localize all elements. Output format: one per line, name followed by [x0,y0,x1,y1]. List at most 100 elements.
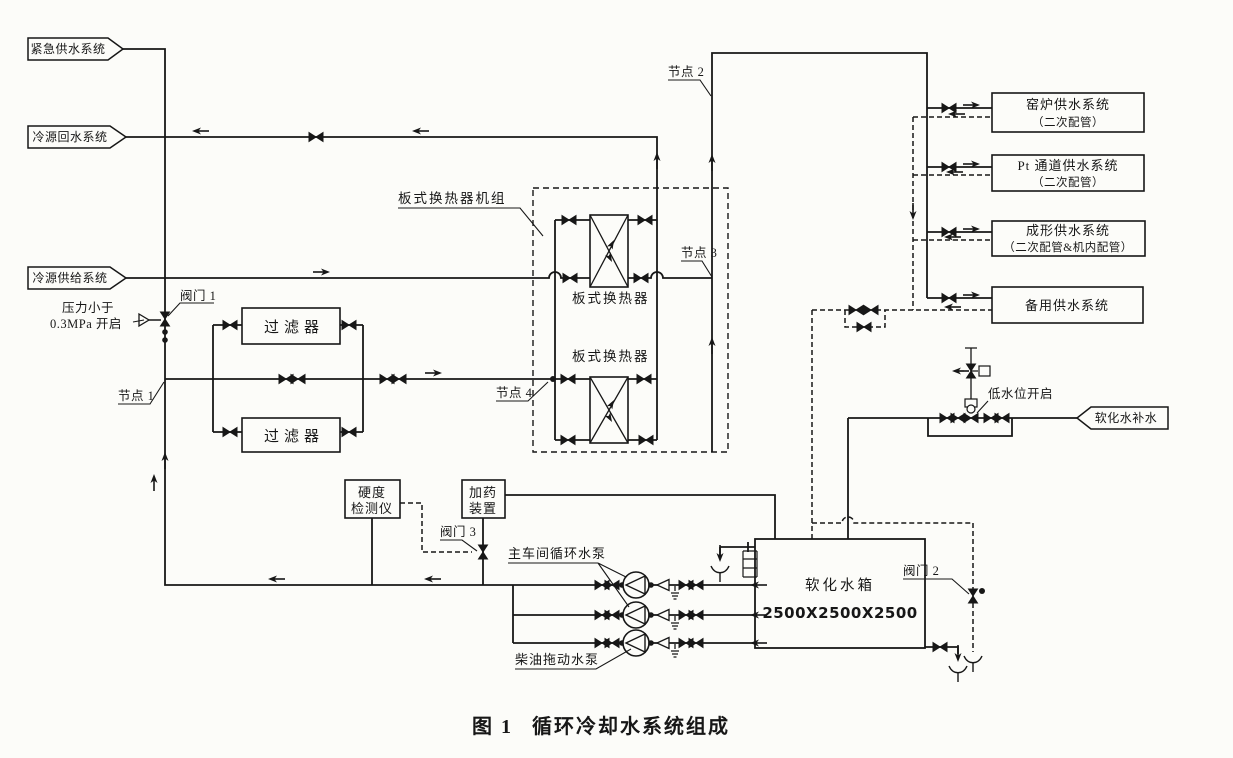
pump-icon [622,601,650,629]
flow-arrow-icon [149,473,159,492]
cold-supply-label: 冷源供给系统 [32,271,107,285]
valve-icon [341,320,357,330]
hx-unit-label: 板式换热器机组 [398,191,507,206]
dosing-label1: 加药 [469,485,497,500]
leader-node4 [496,381,549,402]
valve-icon [604,610,620,620]
pressure-note-line1: 压力小于 [62,301,114,315]
valve1-label: 阀门 1 [180,288,216,303]
leader-node3 [681,260,713,278]
pipe-makeup-water [847,417,1077,539]
overflow-pipe-icon [742,550,758,578]
caption-number: 图 1 [472,715,513,738]
flow-arrow-icon [707,153,717,172]
pipe-overflow [719,542,755,556]
flow-arrow-icon [951,366,970,376]
soft-water-tank [754,538,926,649]
valve-icon [941,162,957,172]
hx-lower-cross [589,376,629,444]
dosing-device-box [461,479,506,519]
valve-icon [341,427,357,437]
forming-supply-box [991,220,1146,257]
leader-valve1 [167,302,214,317]
valve-icon [856,322,872,332]
leader-valve3 [440,539,478,552]
standby-supply-label: 备用供水系统 [1025,298,1109,313]
check-valve-icon [656,636,670,650]
equipment-boxes [241,92,1146,649]
valve-icon [688,638,704,648]
pipe-system-returns [913,116,992,241]
union-icon [648,612,654,618]
valve1-icon [160,311,170,327]
pt-supply-label2: （二次配管） [1032,175,1104,189]
diesel-pump-label: 柴油拖动水泵 [515,652,599,667]
node1-label: 节点 1 [118,389,154,403]
valve-icon [637,215,653,225]
node4-junction-dot [550,376,556,382]
leader-node1 [118,381,165,405]
cold-return-tag [27,125,128,149]
tank-name-label: 软化水箱 [805,577,875,594]
dosing-label2: 装置 [469,501,497,516]
flow-arrow-icon [191,126,210,136]
float-body-icon [966,404,976,414]
emergency-supply-tag [27,37,125,61]
valve-icon [848,305,864,315]
valve-icon [561,215,577,225]
pipe-dosing-to-tank [505,494,776,539]
valve3-label: 阀门 3 [440,524,476,539]
leader-diesel-pump [515,648,632,670]
flow-arrow-icon [312,267,331,277]
valve-icon [604,638,620,648]
funnel-drain-icon [963,655,983,673]
flow-arrow-icon [160,451,170,470]
cold-supply-tag [27,266,128,290]
hardness-detector-box [344,479,401,519]
valve-icon [941,103,957,113]
union-icon [648,582,654,588]
standby-supply-box [991,286,1144,324]
valve-icon [222,320,238,330]
soft-water-makeup-tag [1075,406,1169,430]
valve-icon [863,305,879,315]
pt-supply-label1: Pt 通道供水系统 [1017,158,1118,173]
plate-heat-exchangers [589,214,629,444]
hardness-label1: 硬度 [358,485,386,500]
label-leaders [118,79,989,670]
leader-pressure-note [132,319,145,323]
flow-arrow-icon [423,574,442,584]
flow-arrow-icon [424,368,443,378]
pipe-to-drain-valve [812,516,973,524]
filter1-label: 过滤器 [264,319,324,336]
valve-icon [308,132,324,142]
valve-icon [391,374,407,384]
valve2-icon [968,588,978,604]
valve-icon [633,273,649,283]
flow-arrow-icon [411,126,430,136]
pipe-left-main [120,48,755,586]
leader-valve2 [903,578,970,595]
node3-label: 节点 3 [681,246,717,260]
low-level-label: 低水位开启 [988,386,1053,401]
pipe-supply-feeds [927,107,992,299]
check-valve-icon [656,608,670,622]
pressure-note-line2: 0.3MPa 开启 [50,317,122,331]
valve3-icon [478,544,488,560]
valve-icon [560,435,576,445]
forming-supply-label1: 成形供水系统 [1026,223,1110,238]
main-pumps-label: 主车间循环水泵 [508,546,606,561]
valve-icon [604,580,620,590]
pump-icon [622,571,650,599]
union-icon [648,640,654,646]
float-valve-icon [963,413,979,423]
valve-icon [290,374,306,384]
valve-icon [562,273,578,283]
valve-icon [950,413,966,423]
hx-lower-label: 板式换热器 [572,349,650,364]
filter-2-box [241,417,341,453]
leader-low-level [976,400,989,414]
valve-icon [638,435,654,445]
